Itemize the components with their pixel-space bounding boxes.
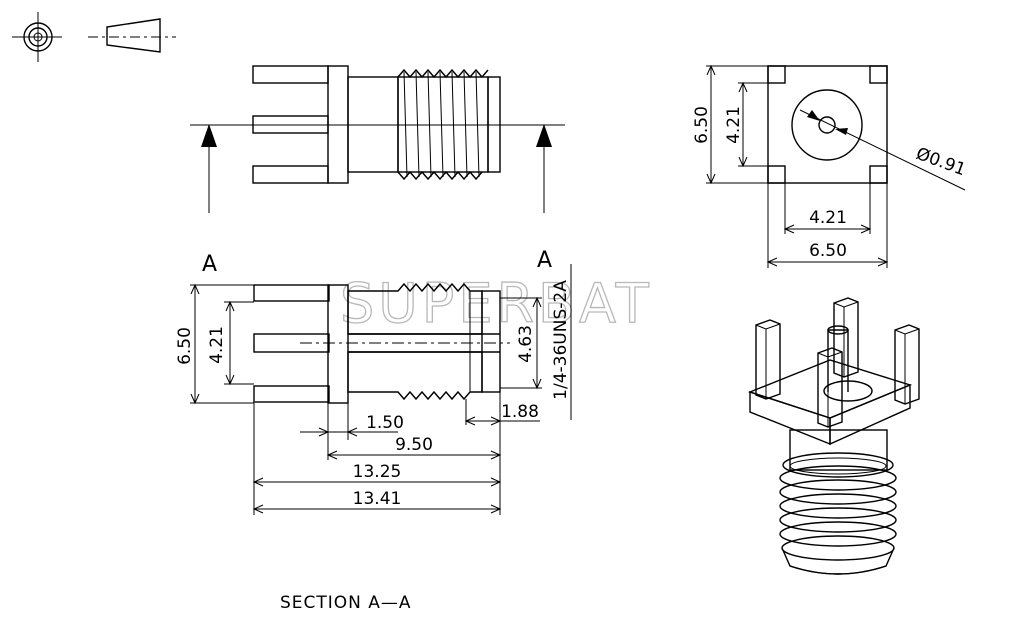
dim-top-421-v: 4.21 bbox=[724, 106, 744, 144]
dim-650: 6.50 bbox=[175, 327, 195, 365]
isometric-view bbox=[747, 297, 920, 575]
dim-thread-spec: 1/4-36UNS-2A bbox=[551, 280, 571, 400]
projection-symbol-icon bbox=[12, 12, 176, 62]
dim-421: 4.21 bbox=[207, 326, 227, 364]
side-view bbox=[190, 65, 565, 213]
section-mark-right: A bbox=[537, 248, 552, 273]
dim-top-650-v: 6.50 bbox=[692, 106, 712, 144]
dim-950: 9.50 bbox=[395, 435, 433, 455]
dim-1325: 13.25 bbox=[353, 462, 402, 482]
dim-top-650-h: 6.50 bbox=[809, 241, 847, 261]
top-view: Ø0.91 6.50 4.21 4.21 6.50 bbox=[692, 64, 968, 268]
dim-150: 1.50 bbox=[366, 413, 404, 433]
section-label: SECTION A—A bbox=[280, 593, 412, 613]
dim-top-421-h: 4.21 bbox=[809, 208, 847, 228]
dim-1341: 13.41 bbox=[353, 489, 402, 509]
watermark-text: SUPERBAT bbox=[340, 272, 653, 335]
section-mark-left: A bbox=[202, 252, 217, 277]
dim-pin-diameter: Ø0.91 bbox=[913, 144, 968, 180]
dim-188: 1.88 bbox=[501, 402, 539, 422]
dim-463: 4.63 bbox=[516, 325, 536, 363]
section-view: A A 6.50 4.21 bbox=[175, 248, 572, 613]
